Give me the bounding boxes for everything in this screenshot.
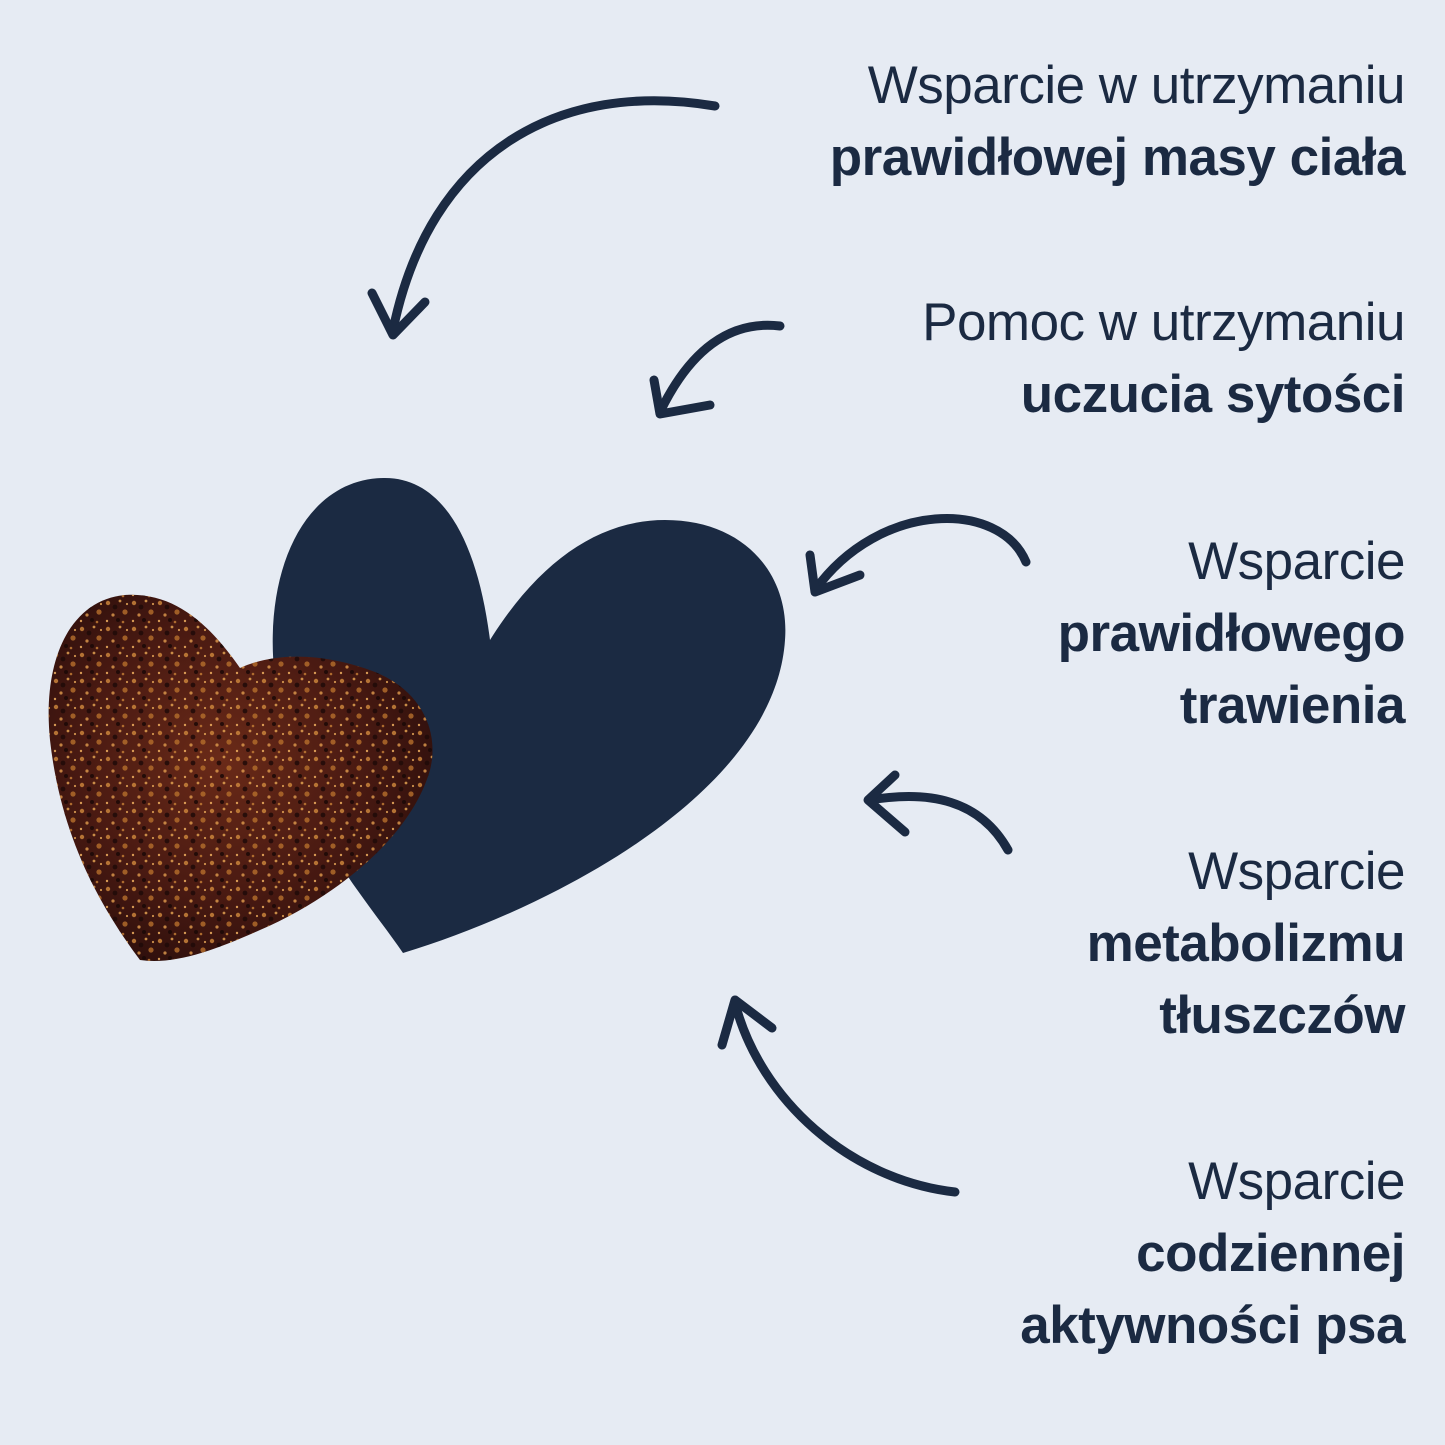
- benefit-weight: Wsparcie w utrzymaniu prawidłowej masy c…: [829, 50, 1406, 194]
- benefit-intro: Wsparcie: [1188, 842, 1405, 901]
- benefit-highlight: tłuszczów: [1159, 986, 1405, 1045]
- benefit-digestion: Wsparcie prawidłowego trawienia: [1057, 526, 1406, 742]
- benefit-intro: Wsparcie: [1188, 532, 1405, 591]
- big-heart-icon: [272, 478, 786, 953]
- benefit-highlight: codziennej: [1136, 1224, 1405, 1283]
- curved-arrow-icon: [649, 320, 785, 419]
- benefit-satiety: Pomoc w utrzymaniu uczucia sytości: [922, 287, 1405, 431]
- benefit-highlight: trawienia: [1179, 676, 1406, 735]
- curved-arrow-icon: [863, 770, 1013, 855]
- benefit-highlight: uczucia sytości: [1020, 365, 1406, 424]
- benefit-fat-metabolism: Wsparcie metabolizmu tłuszczów: [1086, 836, 1406, 1052]
- benefit-intro: Wsparcie: [1188, 1152, 1405, 1211]
- benefit-highlight: aktywności psa: [1020, 1296, 1405, 1355]
- benefit-highlight: prawidłowej masy ciała: [829, 128, 1406, 187]
- benefit-daily-activity: Wsparcie codziennej aktywności psa: [1020, 1146, 1405, 1362]
- benefit-intro: Pomoc w utrzymaniu: [922, 293, 1405, 352]
- benefit-highlight: metabolizmu: [1086, 914, 1406, 973]
- curved-arrow-icon: [717, 995, 960, 1197]
- benefit-intro: Wsparcie w utrzymaniu: [867, 56, 1406, 115]
- curved-arrow-icon: [805, 514, 1031, 597]
- curved-arrow-icon: [367, 96, 720, 340]
- treat-icon: [48, 594, 433, 961]
- benefit-highlight: prawidłowego: [1057, 604, 1406, 663]
